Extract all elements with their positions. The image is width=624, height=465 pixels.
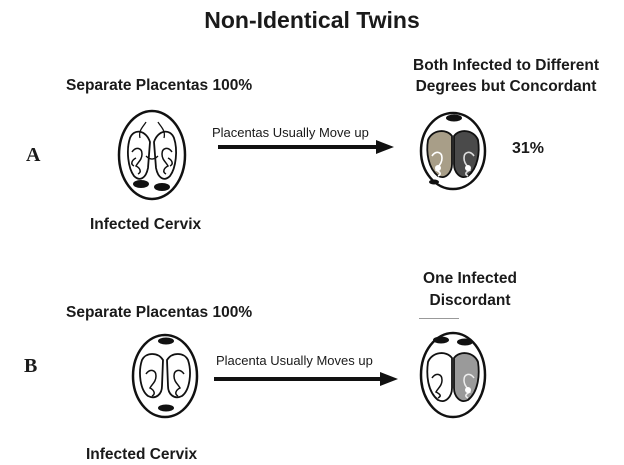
panel-b-result-line2: Discordant [410,292,530,310]
panel-a-arrow [218,140,394,154]
panel-a-cervix-label: Infected Cervix [90,216,201,234]
panel-b-uterus-after [418,330,488,420]
panel-b-cervix-label: Infected Cervix [86,446,197,464]
panel-b-letter: B [24,355,37,378]
panel-a-arrow-label: Placentas Usually Move up [212,125,369,140]
panel-a-uterus-after [418,110,488,192]
panel-a-result-line2: Degrees but Concordant [388,78,624,96]
panel-a-uterus-before [116,108,188,202]
panel-a-percentage: 31% [512,140,544,158]
panel-b-result-line1: One Infected [410,270,530,288]
panel-b-uterus-before [130,332,200,420]
panel-b-left-label: Separate Placentas 100% [66,304,252,322]
diagram-title: Non-Identical Twins [0,7,624,34]
panel-a-result-line1: Both Infected to Different [388,57,624,75]
panel-a-left-label: Separate Placentas 100% [66,77,252,95]
divider-line [419,318,459,319]
panel-b-arrow [214,372,398,386]
panel-b-arrow-label: Placenta Usually Moves up [216,353,373,368]
panel-a-letter: A [26,144,40,167]
